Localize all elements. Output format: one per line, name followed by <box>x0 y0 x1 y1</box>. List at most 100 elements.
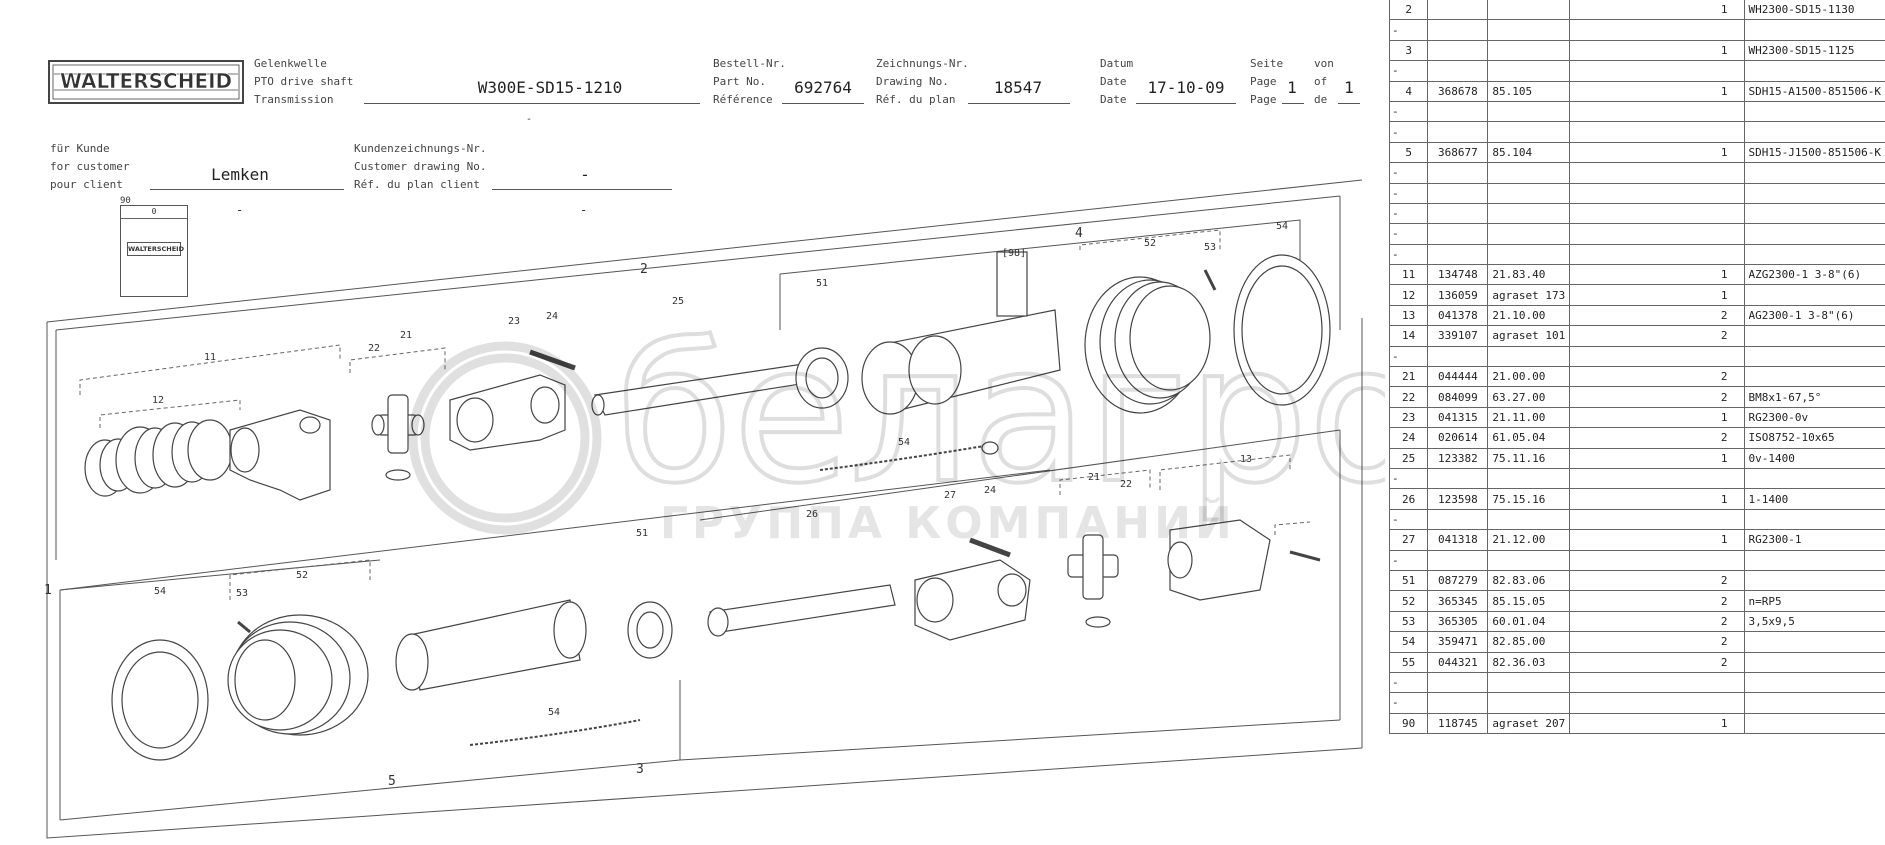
table-row: - <box>1388 121 1885 143</box>
cell-id: 365345 <box>1427 590 1488 612</box>
cell-id: 041315 <box>1427 407 1488 429</box>
dash-mark-1: - <box>236 203 244 217</box>
callout-52: 52 <box>1144 238 1156 249</box>
cell-qty <box>1569 509 1745 531</box>
cell-id: 123598 <box>1427 488 1488 510</box>
cell-pos: - <box>1388 468 1428 490</box>
cell-id <box>1427 183 1488 204</box>
date-labels: Datum Date Date <box>1100 57 1134 106</box>
watermark-caption: ГРУППА КОМПАНИЙ <box>660 498 1236 549</box>
cell-qty: 1 <box>1569 40 1745 62</box>
cell-code: 21.11.00 <box>1487 407 1570 429</box>
cell-desc: 3,5x9,5 <box>1743 611 1885 633</box>
cell-desc: WH2300-SD15-1125 <box>1743 40 1885 62</box>
callout-12: 12 <box>152 395 164 406</box>
cell-qty: 1 <box>1569 488 1745 510</box>
kit-logo: WALTERSCHEID <box>127 242 184 256</box>
callout-51: 51 <box>816 278 828 289</box>
cell-code: 85.105 <box>1487 81 1570 102</box>
callout-27: 27 <box>944 490 956 501</box>
cell-pos: - <box>1388 692 1428 714</box>
cell-pos: - <box>1388 162 1428 184</box>
cell-qty <box>1569 101 1745 123</box>
table-row: - <box>1388 101 1885 123</box>
cell-qty: 1 <box>1569 713 1745 735</box>
cell-qty: 1 <box>1569 284 1745 306</box>
cell-code: 85.104 <box>1487 142 1570 164</box>
cell-pos: 51 <box>1388 570 1428 592</box>
cell-qty: 1 <box>1569 142 1745 164</box>
callout-2: 2 <box>640 262 648 277</box>
cell-desc <box>1743 570 1885 592</box>
cell-id: 044444 <box>1427 366 1488 388</box>
cell-pos: - <box>1388 183 1428 204</box>
cell-qty: 2 <box>1569 427 1745 449</box>
cell-pos: - <box>1388 244 1428 266</box>
cell-qty: 1 <box>1569 448 1745 469</box>
cell-code: 82.83.06 <box>1487 570 1570 592</box>
drawing-value: 18547 <box>993 78 1043 97</box>
cell-code <box>1487 672 1570 694</box>
cell-desc <box>1743 366 1885 388</box>
cell-desc: AZG2300-1 3-8"(6) <box>1743 264 1885 286</box>
cell-qty <box>1569 346 1745 368</box>
cell-code: 21.10.00 <box>1487 305 1570 327</box>
callout-54: 54 <box>1276 221 1288 232</box>
cell-qty: 2 <box>1569 590 1745 612</box>
cell-desc <box>1743 509 1885 531</box>
cell-pos: - <box>1388 101 1428 123</box>
callout-24b: 24 <box>984 485 996 496</box>
cell-pos: 26 <box>1388 488 1428 510</box>
table-row: - <box>1388 509 1885 531</box>
cell-pos: 4 <box>1388 81 1428 102</box>
callout-11: 11 <box>204 352 216 363</box>
cell-id: 339107 <box>1427 325 1488 347</box>
cell-desc: AG2300-1 3-8"(6) <box>1743 305 1885 327</box>
cell-code <box>1487 40 1570 62</box>
kit-number: 90 <box>120 196 131 206</box>
callout-21b: 21 <box>1088 472 1100 483</box>
cell-id <box>1427 550 1488 571</box>
callout-22b: 22 <box>1120 479 1132 490</box>
cell-qty: 2 <box>1569 570 1745 592</box>
cell-qty <box>1569 244 1745 266</box>
exploded-drawing: 2 3 4 5 1 11 12 13 21 22 23 24 25 26 27 … <box>44 179 1363 839</box>
cell-desc: WH2300-SD15-1130 <box>1743 0 1885 21</box>
cell-desc: RG2300-1 <box>1743 529 1885 551</box>
cell-desc <box>1743 631 1885 653</box>
cell-code: 75.15.16 <box>1487 488 1570 510</box>
cell-code <box>1487 203 1570 225</box>
cell-desc <box>1743 121 1885 143</box>
cell-code <box>1487 183 1570 204</box>
dash-mark-2: - <box>580 203 588 217</box>
cell-code <box>1487 692 1570 714</box>
cell-code: agraset 207 <box>1487 713 1570 735</box>
cell-id <box>1427 672 1488 694</box>
table-row: - <box>1388 692 1885 714</box>
cell-code <box>1487 244 1570 266</box>
cell-code <box>1487 509 1570 531</box>
cell-code: 60.01.04 <box>1487 611 1570 633</box>
cell-id <box>1427 101 1488 123</box>
cell-code <box>1487 19 1570 41</box>
table-row: - <box>1388 223 1885 245</box>
cell-id <box>1427 19 1488 41</box>
callout-13: 13 <box>1240 454 1252 465</box>
cell-pos: - <box>1388 672 1428 694</box>
cell-code: 82.85.00 <box>1487 631 1570 653</box>
cell-id <box>1427 203 1488 225</box>
cell-id: 368677 <box>1427 142 1488 164</box>
cell-id <box>1427 60 1488 82</box>
cell-qty <box>1569 550 1745 571</box>
